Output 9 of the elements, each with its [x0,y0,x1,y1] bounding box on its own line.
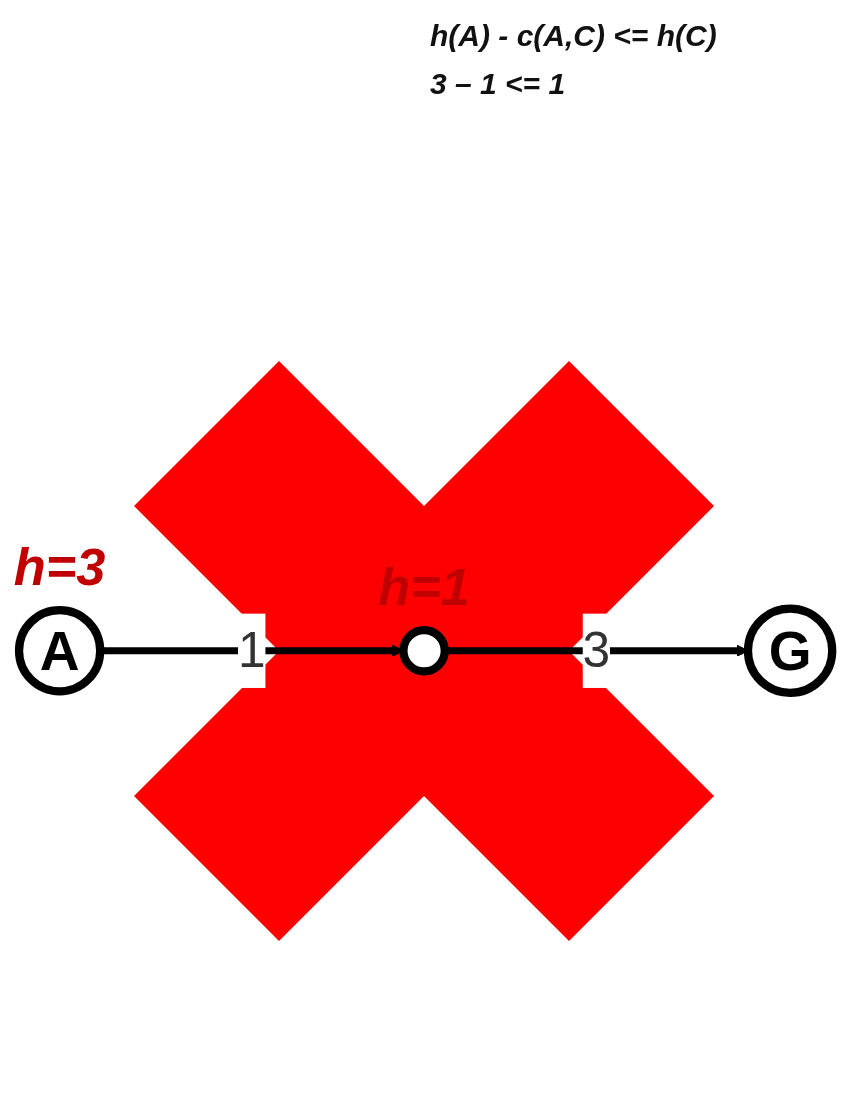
formula-text: 3 – 1 <= 1 [430,66,567,102]
node-circle: G [743,604,837,697]
edge-label: 1 [238,621,266,679]
node-circle: A [14,606,105,696]
formula-text: h(A) - c(A,C) <= h(C) [430,18,717,54]
heuristic-label: h=3 [13,537,106,596]
heuristic-label: h=1 [378,558,470,617]
node-circle [399,625,449,676]
edge-label: 3 [582,621,611,679]
